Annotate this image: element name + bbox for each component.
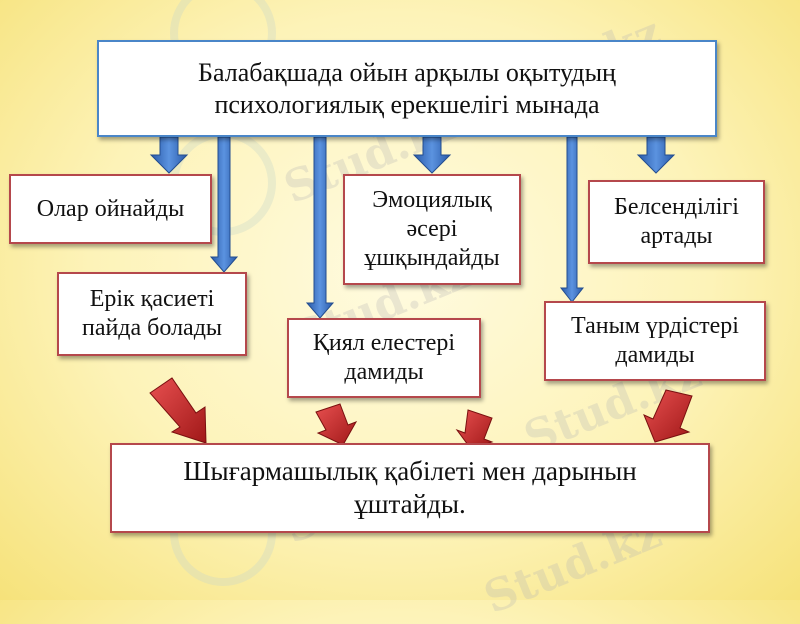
- item-text: Эмоциялық әсері ұшқындайды: [364, 187, 500, 271]
- red-arrow: [315, 403, 358, 446]
- item-box-emotion: Эмоциялық әсері ұшқындайды: [343, 174, 521, 285]
- item-box-imagination: Қиял елестері дамиды: [287, 318, 481, 398]
- item-text: Белсенділігі артады: [614, 194, 739, 249]
- connector-arrows: [149, 136, 693, 450]
- red-arrow: [643, 389, 693, 443]
- red-arrow: [149, 377, 207, 444]
- blue-arrow: [559, 136, 585, 303]
- item-text: Таным үрдістері дамиды: [571, 313, 739, 368]
- title-box: Балабақшада ойын арқылы оқытудың психоло…: [97, 40, 717, 137]
- item-box-activity: Белсенділігі артады: [588, 180, 765, 264]
- item-text: Ерік қасиеті пайда болады: [81, 286, 223, 341]
- item-box-will: Ерік қасиеті пайда болады: [57, 272, 247, 356]
- blue-arrow: [149, 136, 189, 174]
- conclusion-box: Шығармашылық қабілеті мен дарынын ұштайд…: [110, 443, 710, 533]
- blue-arrow: [305, 136, 335, 319]
- blue-arrow: [412, 136, 452, 174]
- conclusion-text: Шығармашылық қабілеті мен дарынын ұштайд…: [183, 456, 637, 519]
- item-box-play: Олар ойнайды: [9, 174, 212, 244]
- item-box-cognition: Таным үрдістері дамиды: [544, 301, 766, 381]
- item-text: Қиял елестері дамиды: [312, 330, 456, 385]
- blue-arrow: [209, 136, 239, 273]
- item-text: Олар ойнайды: [36, 195, 185, 222]
- blue-arrow: [636, 136, 676, 174]
- title-text: Балабақшада ойын арқылы оқытудың психоло…: [198, 57, 616, 119]
